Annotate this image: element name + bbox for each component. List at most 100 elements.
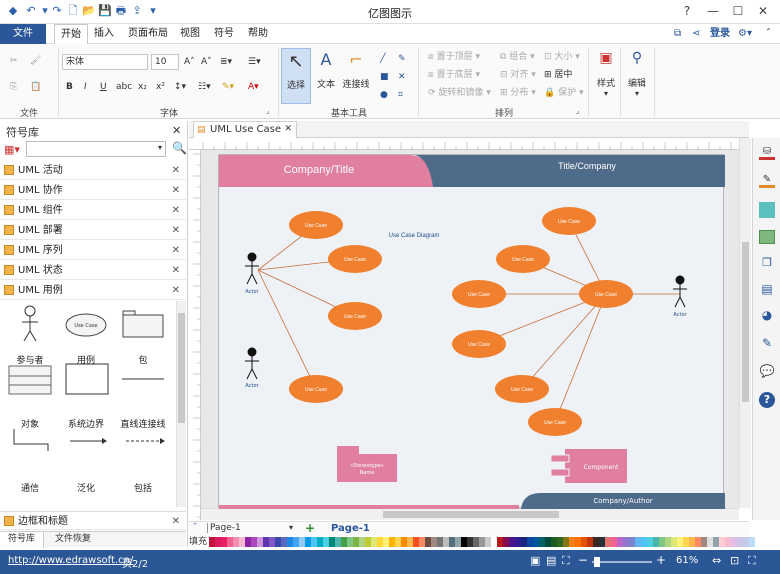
color-swatch[interactable] <box>683 537 689 547</box>
color-swatch[interactable] <box>413 537 419 547</box>
color-swatch[interactable] <box>305 537 311 547</box>
color-swatch[interactable] <box>725 537 731 547</box>
line-tool-icon[interactable]: ╱ <box>380 54 386 64</box>
share-icon[interactable]: ⋖ <box>692 28 701 39</box>
distribute-button[interactable]: ⊞ 分布 ▾ <box>500 88 536 98</box>
color-swatch[interactable] <box>491 537 497 547</box>
group-button[interactable]: ⧉ 组合 ▾ <box>500 52 535 62</box>
color-swatch[interactable] <box>557 537 563 547</box>
tab-file-recovery[interactable]: 文件恢复 <box>54 534 91 544</box>
tab-help[interactable]: 帮助 <box>248 28 268 39</box>
color-swatch[interactable] <box>275 537 281 547</box>
color-swatch[interactable] <box>233 537 239 547</box>
paste-icon[interactable]: 📋 <box>30 82 42 92</box>
diagram-title[interactable]: Use Case Diagram <box>389 233 440 239</box>
rotate-mirror-button[interactable]: ⟳ 旋转和镜像 ▾ <box>428 88 491 98</box>
usecase-11[interactable] <box>528 408 582 436</box>
actor-right[interactable] <box>673 275 687 308</box>
library-uml-activity[interactable]: UML 活动✕ <box>0 161 186 180</box>
actor-shape[interactable] <box>22 305 38 342</box>
color-swatch[interactable] <box>221 537 227 547</box>
color-swatch[interactable] <box>665 537 671 547</box>
color-swatch[interactable] <box>245 537 251 547</box>
close-icon[interactable]: ✕ <box>171 516 180 527</box>
library-uml-state[interactable]: UML 状态✕ <box>0 261 186 280</box>
usecase-4[interactable] <box>289 375 343 403</box>
close-window-button[interactable]: ✕ <box>757 4 769 18</box>
footer-shape[interactable] <box>521 493 725 509</box>
cut-icon[interactable]: ✂ <box>10 56 18 66</box>
usecase-1[interactable] <box>289 211 343 239</box>
color-swatch[interactable] <box>419 537 425 547</box>
italic-icon[interactable]: I <box>84 82 87 92</box>
menu-file[interactable]: 文件 <box>0 24 46 44</box>
style-button[interactable]: ▣ 样式 ▾ <box>593 48 619 104</box>
usecase-7[interactable] <box>452 280 506 308</box>
highlight-icon[interactable]: ✎▾ <box>222 82 235 92</box>
color-swatch[interactable] <box>677 537 683 547</box>
gallery-scrollbar[interactable] <box>176 301 186 507</box>
help-question-icon[interactable]: ? <box>683 4 691 18</box>
color-swatch[interactable] <box>317 537 323 547</box>
edit-button[interactable]: ⚲ 编辑 ▾ <box>624 48 650 104</box>
layers-icon[interactable]: ❐ <box>762 256 772 269</box>
superscript-icon[interactable]: x² <box>156 82 165 92</box>
color-swatch[interactable] <box>563 537 569 547</box>
header-right-shape[interactable] <box>415 155 725 187</box>
color-swatch[interactable] <box>749 537 755 547</box>
usecase-10[interactable] <box>495 375 549 403</box>
color-swatch[interactable] <box>431 537 437 547</box>
zoom-out-icon[interactable]: − <box>578 553 589 567</box>
add-page-icon[interactable]: + <box>305 521 316 535</box>
package-element[interactable]: «Stereotype» Name <box>337 446 397 482</box>
library-uml-collaboration[interactable]: UML 协作✕ <box>0 181 186 200</box>
canvas-horizontal-scrollbar[interactable] <box>201 508 739 520</box>
color-swatch[interactable] <box>263 537 269 547</box>
color-swatch[interactable] <box>707 537 713 547</box>
color-swatch[interactable] <box>299 537 305 547</box>
text-tool-button[interactable]: A 文本 <box>313 48 339 104</box>
tab-page-layout[interactable]: 页面布局 <box>128 28 168 39</box>
color-swatch[interactable] <box>581 537 587 547</box>
navigation-globe-icon[interactable]: ◕ <box>761 308 773 322</box>
diagram-page[interactable]: Company/Title Title/Company Use Case Dia… <box>218 154 725 509</box>
usecase-3[interactable] <box>328 302 382 330</box>
close-tab-icon[interactable]: ✕ <box>284 124 292 134</box>
tab-symbol-library[interactable]: 符号库 <box>0 532 44 548</box>
library-menu-icon[interactable]: ▦▾ <box>4 143 20 156</box>
rectangle-tool-icon[interactable]: ■ <box>380 72 389 82</box>
line-color-icon[interactable]: ✎ <box>759 174 775 188</box>
color-swatch[interactable] <box>473 537 479 547</box>
connector-tool-button[interactable]: ⌐ 连接线 <box>340 48 372 104</box>
color-swatch[interactable] <box>359 537 365 547</box>
send-to-back-button[interactable]: ⧈ 置于底层 ▾ <box>428 70 480 80</box>
close-icon[interactable]: ✕ <box>171 165 180 176</box>
color-swatch[interactable] <box>569 537 575 547</box>
font-grow-icon[interactable]: A˄ <box>184 57 195 67</box>
pen-tool-icon[interactable]: ✎ <box>398 54 406 64</box>
page-dropdown-icon[interactable]: ▾ <box>289 523 294 532</box>
tab-home[interactable]: 开始 <box>54 24 88 45</box>
color-swatch[interactable] <box>371 537 377 547</box>
usecase-5[interactable] <box>542 207 596 235</box>
undo-icon[interactable]: ↶ <box>26 4 36 17</box>
color-swatch[interactable] <box>281 537 287 547</box>
page-tab-current[interactable]: Page-1 <box>331 523 370 534</box>
color-swatch[interactable] <box>521 537 527 547</box>
color-swatch[interactable] <box>659 537 665 547</box>
color-swatch[interactable] <box>461 537 467 547</box>
color-swatch[interactable] <box>503 537 509 547</box>
color-swatch[interactable] <box>551 537 557 547</box>
color-swatch[interactable] <box>737 537 743 547</box>
color-swatch[interactable] <box>485 537 491 547</box>
color-swatch[interactable] <box>605 537 611 547</box>
font-color-icon[interactable]: A▾ <box>248 82 259 92</box>
page-nav-up-icon[interactable]: ˆ <box>193 523 198 533</box>
color-swatch[interactable] <box>497 537 503 547</box>
fit-width-icon[interactable]: ⇔ <box>712 554 722 567</box>
system-boundary-shape[interactable] <box>65 363 109 395</box>
underline-icon[interactable]: U <box>100 82 107 92</box>
color-swatch[interactable] <box>227 537 233 547</box>
close-icon[interactable]: ✕ <box>171 225 180 236</box>
color-swatch[interactable] <box>527 537 533 547</box>
